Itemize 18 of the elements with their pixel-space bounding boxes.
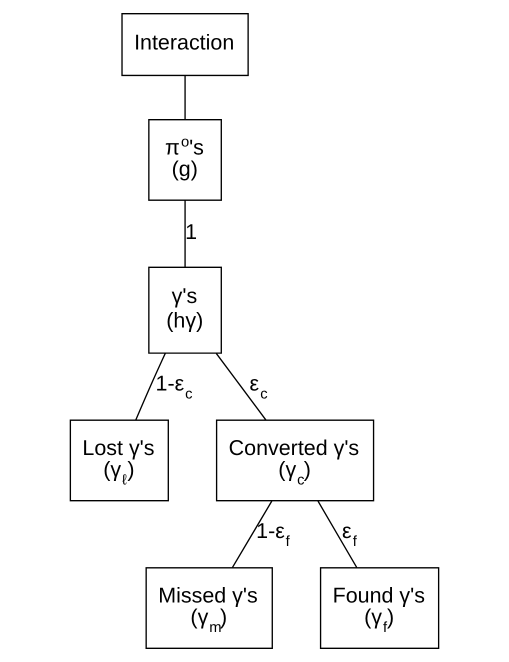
connector xyxy=(135,352,166,420)
connector xyxy=(216,353,267,421)
edge-label: 1 xyxy=(185,220,198,244)
node-box: Found γ's (γ$_{f}$) xyxy=(320,567,440,649)
edge-label: 1-ε$_{f}$ xyxy=(256,519,290,550)
node-box: γ's (hγ) xyxy=(148,266,222,354)
edge-label: ε$_{c}$ xyxy=(249,371,268,402)
node-box: Lost γ's (γ$_{ℓ}$) xyxy=(70,420,169,502)
connector xyxy=(184,76,186,120)
node-box: Converted γ's (γ$_{c}$) xyxy=(216,420,374,502)
node-box: π$^{o}$'s (g) xyxy=(148,119,222,201)
connector xyxy=(232,500,272,568)
connector xyxy=(317,500,358,568)
node-box: Interaction xyxy=(121,13,249,76)
edge-label: ε$_{f}$ xyxy=(342,519,357,550)
node-box: Missed γ's (γ$_{m}$) xyxy=(146,567,273,649)
connector xyxy=(184,200,186,267)
edge-label: 1-ε$_{c}$ xyxy=(156,371,192,402)
